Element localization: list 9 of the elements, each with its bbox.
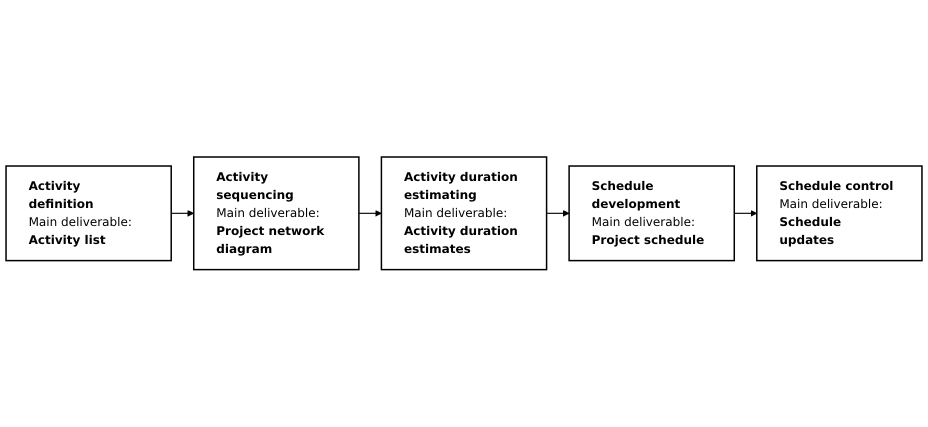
node-box: Schedule development Main deliverable: Project schedule bbox=[568, 165, 736, 262]
node-box: Activity definition Main deliverable: Activity list bbox=[5, 165, 172, 262]
arrow bbox=[734, 210, 758, 217]
node-box: Activity sequencing Main deliverable: Project network diagram bbox=[192, 156, 360, 271]
node-box: Schedule control Main deliverable: Schedule updates bbox=[756, 165, 923, 262]
arrow bbox=[171, 210, 194, 217]
arrow bbox=[358, 210, 382, 217]
node-box: Activity duration estimating Main deliverable: Activity duration estimates bbox=[380, 156, 548, 271]
arrow bbox=[546, 210, 570, 217]
